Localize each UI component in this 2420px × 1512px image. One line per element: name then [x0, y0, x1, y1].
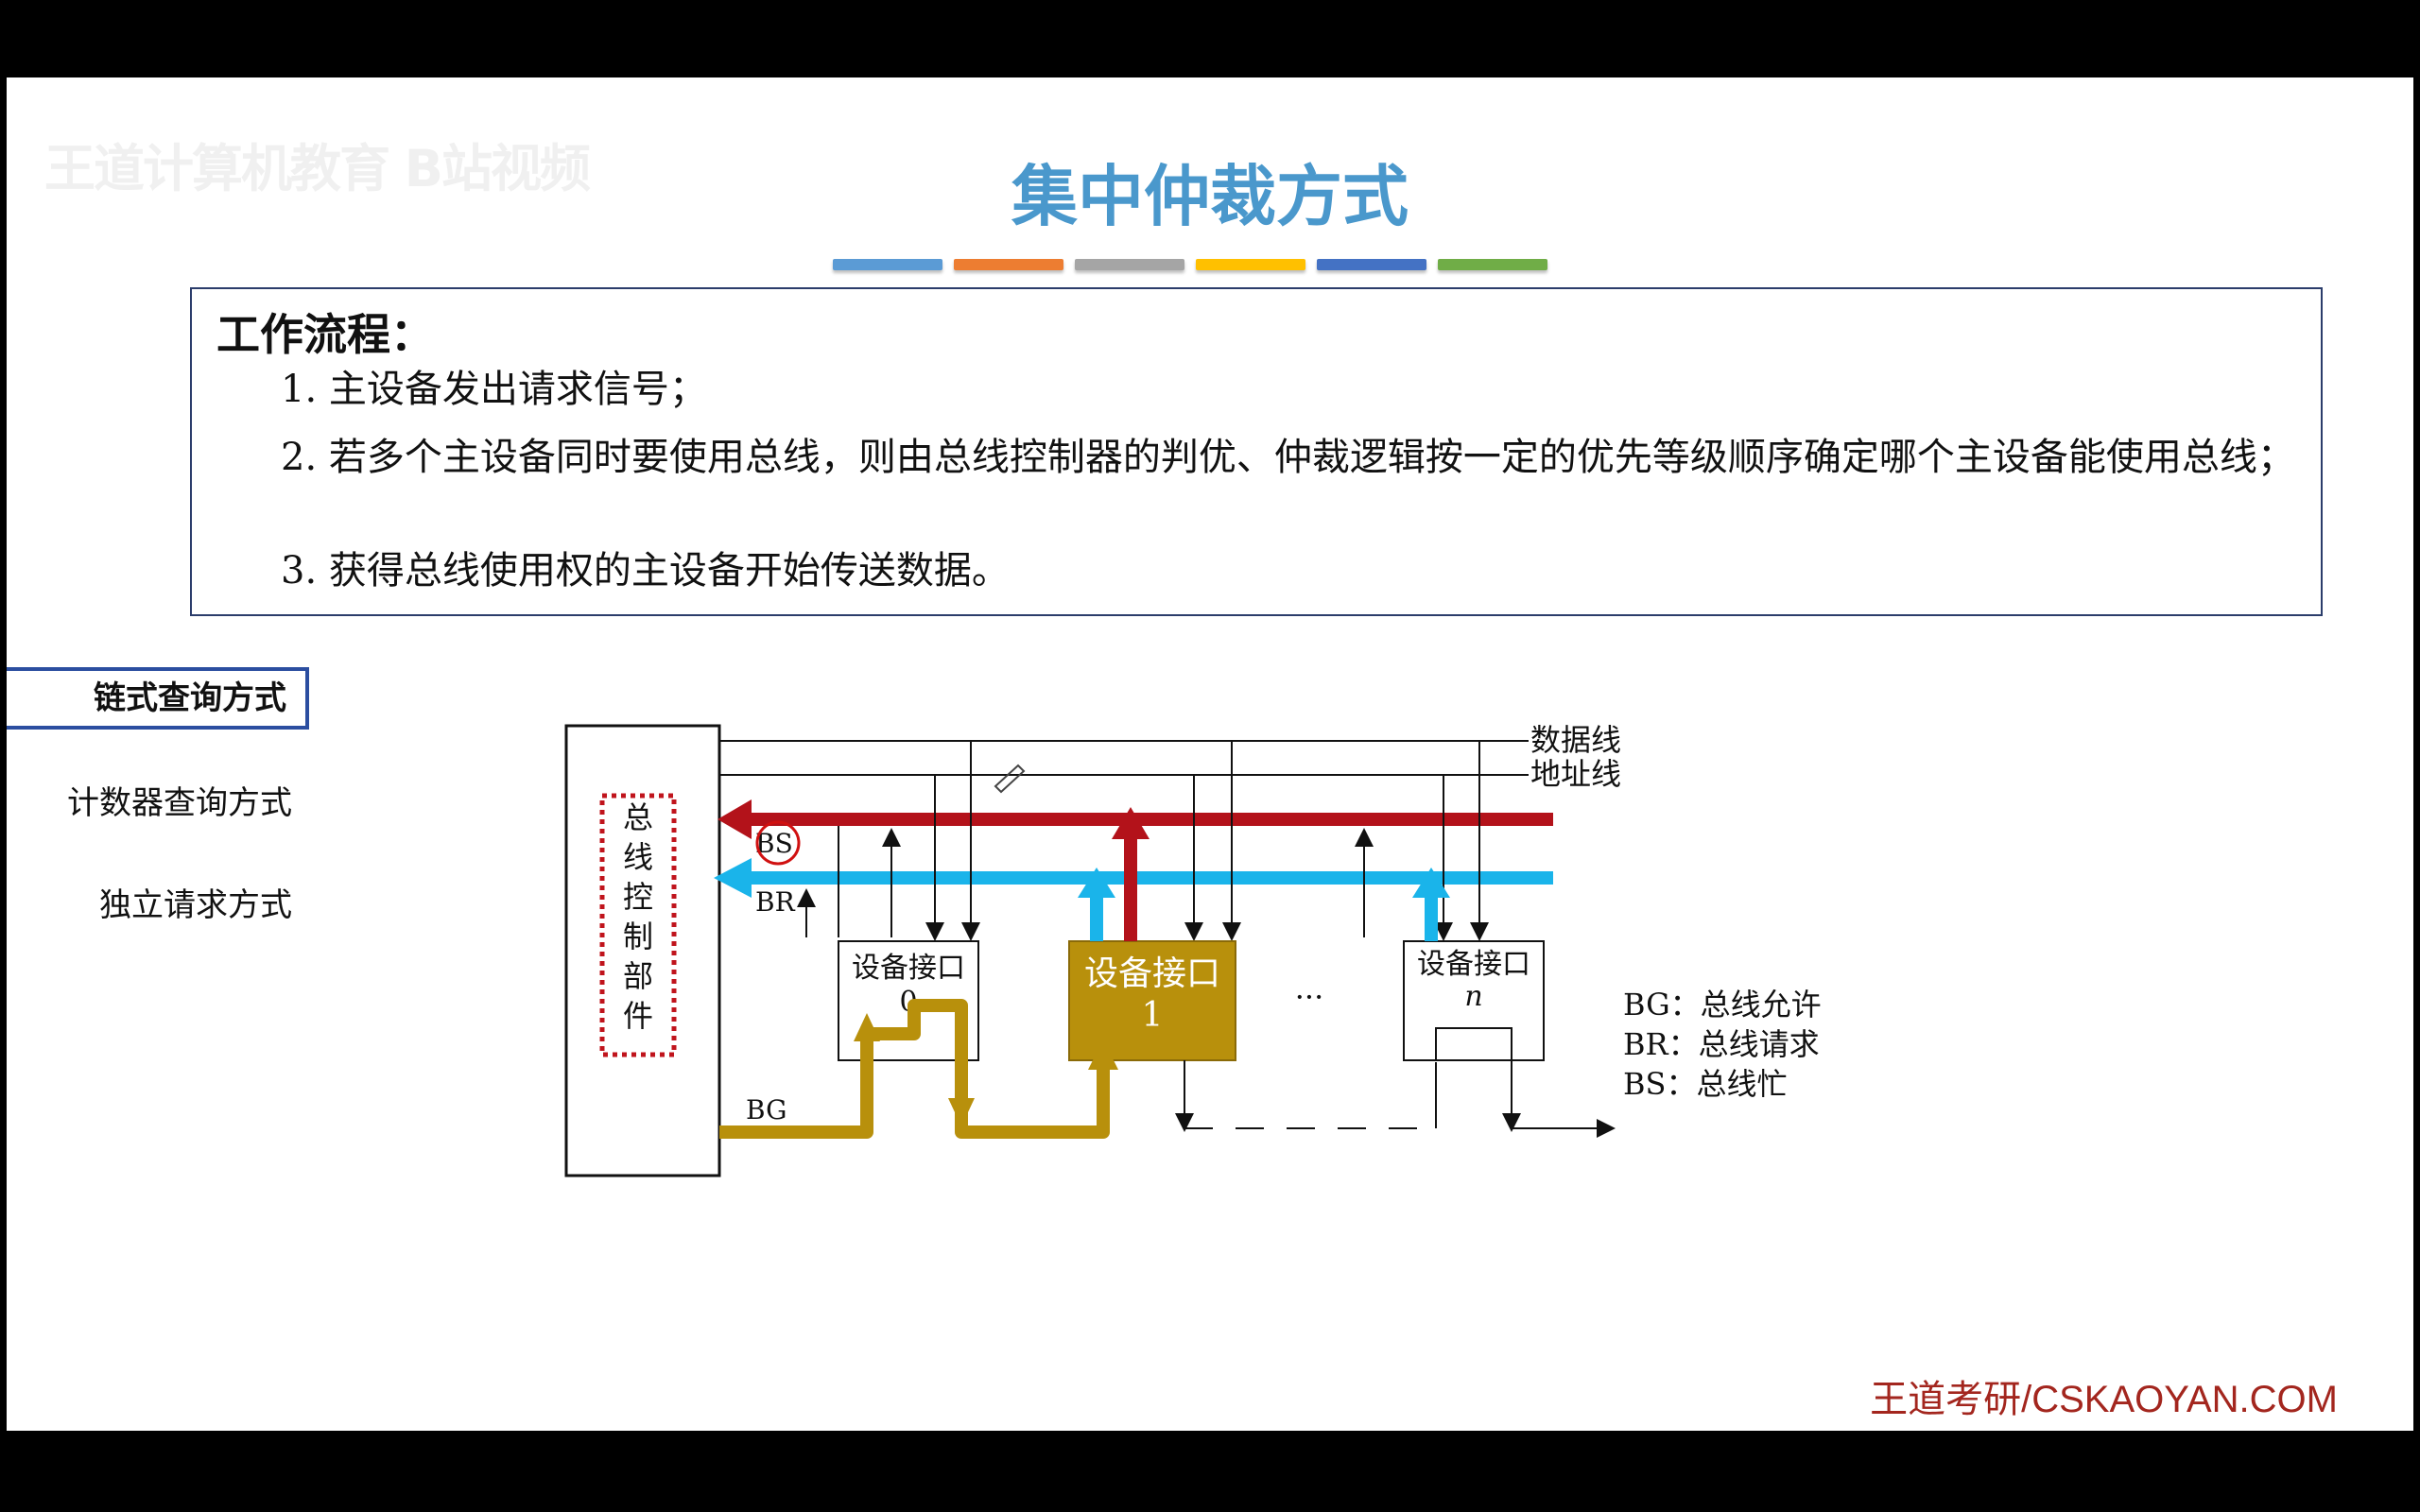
- bg-chain: [719, 999, 1110, 1139]
- device-1-index: 1: [1142, 996, 1164, 1035]
- controller-label-char: 部: [623, 958, 653, 994]
- color-bar-segment: [1196, 259, 1305, 270]
- controller-label-char: 控: [623, 879, 653, 915]
- watermark: 王道计算机教育 B站视频: [44, 139, 591, 198]
- process-step-1: 1. 主设备发出请求信号；: [281, 368, 707, 411]
- bg-label: BG: [746, 1094, 786, 1125]
- bs-bus: [738, 813, 1553, 826]
- color-bar: [833, 259, 1547, 274]
- legend-bs: BS：总线忙: [1623, 1066, 1787, 1102]
- process-heading: 工作流程：: [216, 309, 434, 360]
- bs-highlight-circle: [755, 820, 801, 866]
- controller-label-char: 件: [623, 998, 653, 1034]
- legend-br: BR：总线请求: [1623, 1026, 1820, 1062]
- controller-dotted-border: [599, 793, 677, 1057]
- controller-label: 总线控制部件: [623, 799, 653, 1034]
- bus-arbitration-diagram: 总线控制部件 数据线 地址线 BS BR 设备接口 0 设备接口 1: [564, 722, 1822, 1177]
- process-box: 工作流程： 1. 主设备发出请求信号； 2. 若多个主设备同时要使用总线，则由总…: [190, 287, 2323, 616]
- controller-label-char: 线: [623, 839, 653, 875]
- data-line-label: 数据线: [1530, 722, 1621, 758]
- device-interface-n: [1403, 940, 1545, 1061]
- legend-bg: BG：总线允许: [1623, 987, 1822, 1022]
- controller-label-char: 总: [623, 799, 653, 835]
- pencil-icon: [994, 764, 1026, 794]
- sidebar-item-independent-request[interactable]: 独立请求方式: [99, 886, 292, 924]
- ellipsis: ···: [1295, 979, 1324, 1015]
- slide: 王道计算机教育 B站视频 集中仲裁方式 工作流程： 1. 主设备发出请求信号； …: [7, 77, 2413, 1431]
- color-bar-segment: [954, 259, 1063, 270]
- device-0-label: 设备接口: [852, 952, 965, 985]
- device-1-label: 设备接口: [1084, 954, 1220, 993]
- color-bar-segment: [1075, 259, 1184, 270]
- device-n-index: n: [1464, 980, 1482, 1013]
- bus-controller: [564, 724, 721, 1177]
- color-bar-segment: [833, 259, 942, 270]
- color-bar-segment: [1438, 259, 1547, 270]
- sidebar-item-counter-query[interactable]: 计数器查询方式: [67, 784, 292, 822]
- color-bar-segment: [1317, 259, 1426, 270]
- br-bus: [738, 871, 1553, 885]
- slide-title: 集中仲裁方式: [1011, 158, 1409, 235]
- sidebar-item-chain-query[interactable]: 链式查询方式: [7, 667, 309, 730]
- footer-brand: 王道考研/CSKAOYAN.COM: [1870, 1379, 2338, 1420]
- process-step-3: 3. 获得总线使用权的主设备开始传送数据。: [281, 549, 1010, 593]
- device-interface-1: [1068, 940, 1236, 1061]
- device-n-label: 设备接口: [1417, 948, 1530, 981]
- address-line-label: 地址线: [1530, 756, 1621, 792]
- process-step-2: 2. 若多个主设备同时要使用总线，则由总线控制器的判优、仲裁逻辑按一定的优先等级…: [281, 436, 2295, 479]
- br-label: BR: [755, 886, 796, 918]
- controller-label-char: 制: [623, 919, 653, 954]
